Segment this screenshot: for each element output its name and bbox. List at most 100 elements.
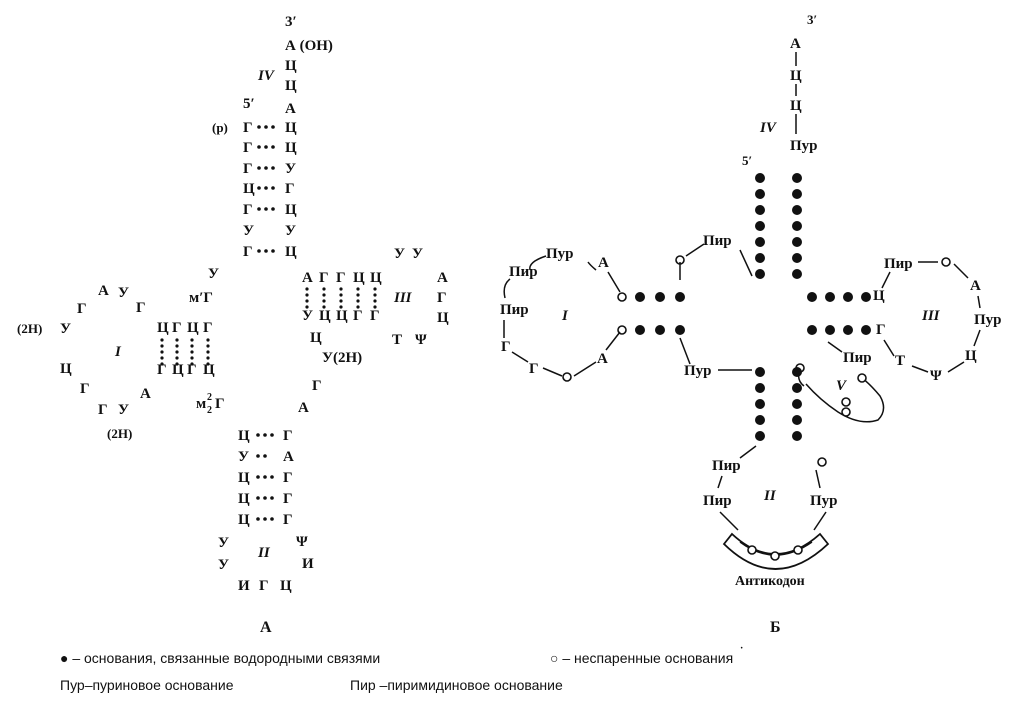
b-anticodon-dot-3prime [792, 367, 802, 377]
b-t-loop-line-3 [977, 295, 981, 309]
t-stem-hbond-dot [373, 305, 377, 309]
a-acc3-7: Ц [285, 244, 297, 260]
b-t-loop-line-6 [911, 365, 929, 373]
acceptor-stem-hbonds [257, 125, 275, 253]
t-stem-hbonds [305, 287, 377, 309]
b-loop-iii-label: III [921, 308, 941, 324]
a-t-bot-1: Ц [319, 308, 331, 324]
b-tail-c1: Ц [790, 68, 802, 84]
b-acceptor-dot-5prime [755, 205, 765, 215]
a-d-bot-3: Ц [203, 362, 215, 378]
t-stem-hbond-dot [373, 287, 377, 291]
a-d-loop-a2: А [140, 386, 151, 402]
t-stem-hbond-dot [322, 305, 326, 309]
b-ac-loop-line-2 [717, 475, 723, 489]
d-stem-hbond-dot [206, 362, 210, 366]
anticodon-hbond-dot [256, 496, 260, 500]
a-t-top-2: Г [336, 270, 346, 286]
acceptor-hbond-dot [271, 145, 275, 149]
b-var-line-1 [827, 341, 843, 353]
t-stem-hbond-dot [339, 293, 343, 297]
b-acceptor-dot-5prime [755, 189, 765, 199]
a-acc5-0: Г [243, 120, 253, 136]
a-ac-upper-a: А [298, 400, 309, 416]
panel-a-label: А [260, 619, 272, 636]
a-t-loop-t: Т [392, 332, 402, 348]
b-t-stem-dot [807, 292, 817, 302]
t-stem-hbond-dot [356, 305, 360, 309]
a-ac5-3: Ц [238, 491, 250, 507]
b-acceptor-dot-3prime [792, 189, 802, 199]
b-variable-loop-circles [795, 363, 867, 417]
d-stem-hbond-dot [175, 338, 179, 342]
anticodon-stem-hbonds [256, 433, 274, 521]
t-stem-hbond-dot [322, 287, 326, 291]
t-stem-hbond-dot [305, 299, 309, 303]
panel-a: 3′ А (ОН) Ц Ц А IV 5′ (р) Г Ц Г Ц Г У Ц … [17, 14, 449, 636]
b-stem-iv-label: IV [759, 120, 778, 136]
b-t-loop-g: Г [876, 322, 886, 338]
b-t-loop-t: Т [895, 353, 905, 369]
acceptor-hbond-dot [271, 249, 275, 253]
b-junction-pyr: Пир [703, 233, 732, 249]
a-d-bot-2: Г [187, 362, 197, 378]
t-stem-hbond-dot [322, 293, 326, 297]
t-stem-hbond-dot [305, 287, 309, 291]
a-d-loop-a: А [98, 283, 109, 299]
b-ac-loop-pur: Пур [810, 493, 838, 509]
anticodon-hbond-dot [256, 517, 260, 521]
b-t-stem-dot [843, 292, 853, 302]
a-d-top-1: Г [172, 320, 182, 336]
a-d-loop-g3: Г [80, 381, 90, 397]
d-stem-hbond-dot [190, 362, 194, 366]
b-d-loop-pyr1: Пир [509, 264, 538, 280]
b-d-loop-g2: Г [529, 361, 539, 377]
anticodon-base-ring [747, 545, 757, 555]
b-d-loop-g1: Г [501, 339, 511, 355]
a-acc5-5: У [243, 223, 254, 239]
b-junction-line-2 [685, 243, 705, 257]
a-acc3-3: У [285, 161, 296, 177]
b-loop-v-label: V [836, 378, 848, 394]
anticodon-hbond-dot [270, 517, 274, 521]
stray-mark: · [740, 643, 743, 654]
t-stem-hbond-dot [339, 299, 343, 303]
a-ac3-4: Г [283, 512, 293, 528]
anticodon-hbond-dot [270, 433, 274, 437]
d-stem-hbond-dot [190, 350, 194, 354]
a-t-loop-c: Ц [437, 310, 449, 326]
d-stem-hbond-dot [190, 344, 194, 348]
b-d-stem-dot [675, 325, 685, 335]
b-acceptor-stem-dots [755, 173, 802, 279]
d-stem-hbond-dot [175, 344, 179, 348]
a-d-bot-0: Г [157, 362, 167, 378]
b-5prime: 5′ [742, 153, 752, 168]
d-stem-hbond-dot [175, 356, 179, 360]
a-d-loop-mod1: (2Н) [17, 321, 42, 336]
a-m2g-sub: 2 [207, 405, 212, 416]
a-d-top-2: Ц [187, 320, 199, 336]
a-m2g-m: м [196, 396, 206, 412]
t-stem-hbond-dot [322, 299, 326, 303]
b-tail-c2: Ц [790, 98, 802, 114]
a-3prime: 3′ [285, 14, 297, 30]
b-anticodon-dot-3prime [792, 383, 802, 393]
acceptor-hbond-dot [257, 145, 261, 149]
b-t-stem-dot [825, 325, 835, 335]
anticodon-base-ring [770, 551, 780, 561]
a-ac5-0: Ц [238, 428, 250, 444]
b-acceptor-dot-5prime [755, 173, 765, 183]
b-3prime: 3′ [807, 12, 817, 27]
anticodon-base-ring [793, 545, 803, 555]
anticodon-label: Антикодон [735, 574, 805, 589]
a-d-loop-u2: У [60, 321, 71, 337]
a-t-bot-3: Г [353, 308, 363, 324]
b-t-loop-line-8 [881, 271, 891, 289]
b-variable-ring [857, 373, 867, 383]
d-stem-hbonds [160, 338, 210, 366]
b-ac-link-1 [679, 337, 691, 365]
a-loop-i-label: I [114, 344, 122, 360]
a-acc5-3: Ц [243, 181, 255, 197]
anticodon-hbond-dot [263, 433, 267, 437]
a-junction-u: У [208, 266, 219, 282]
